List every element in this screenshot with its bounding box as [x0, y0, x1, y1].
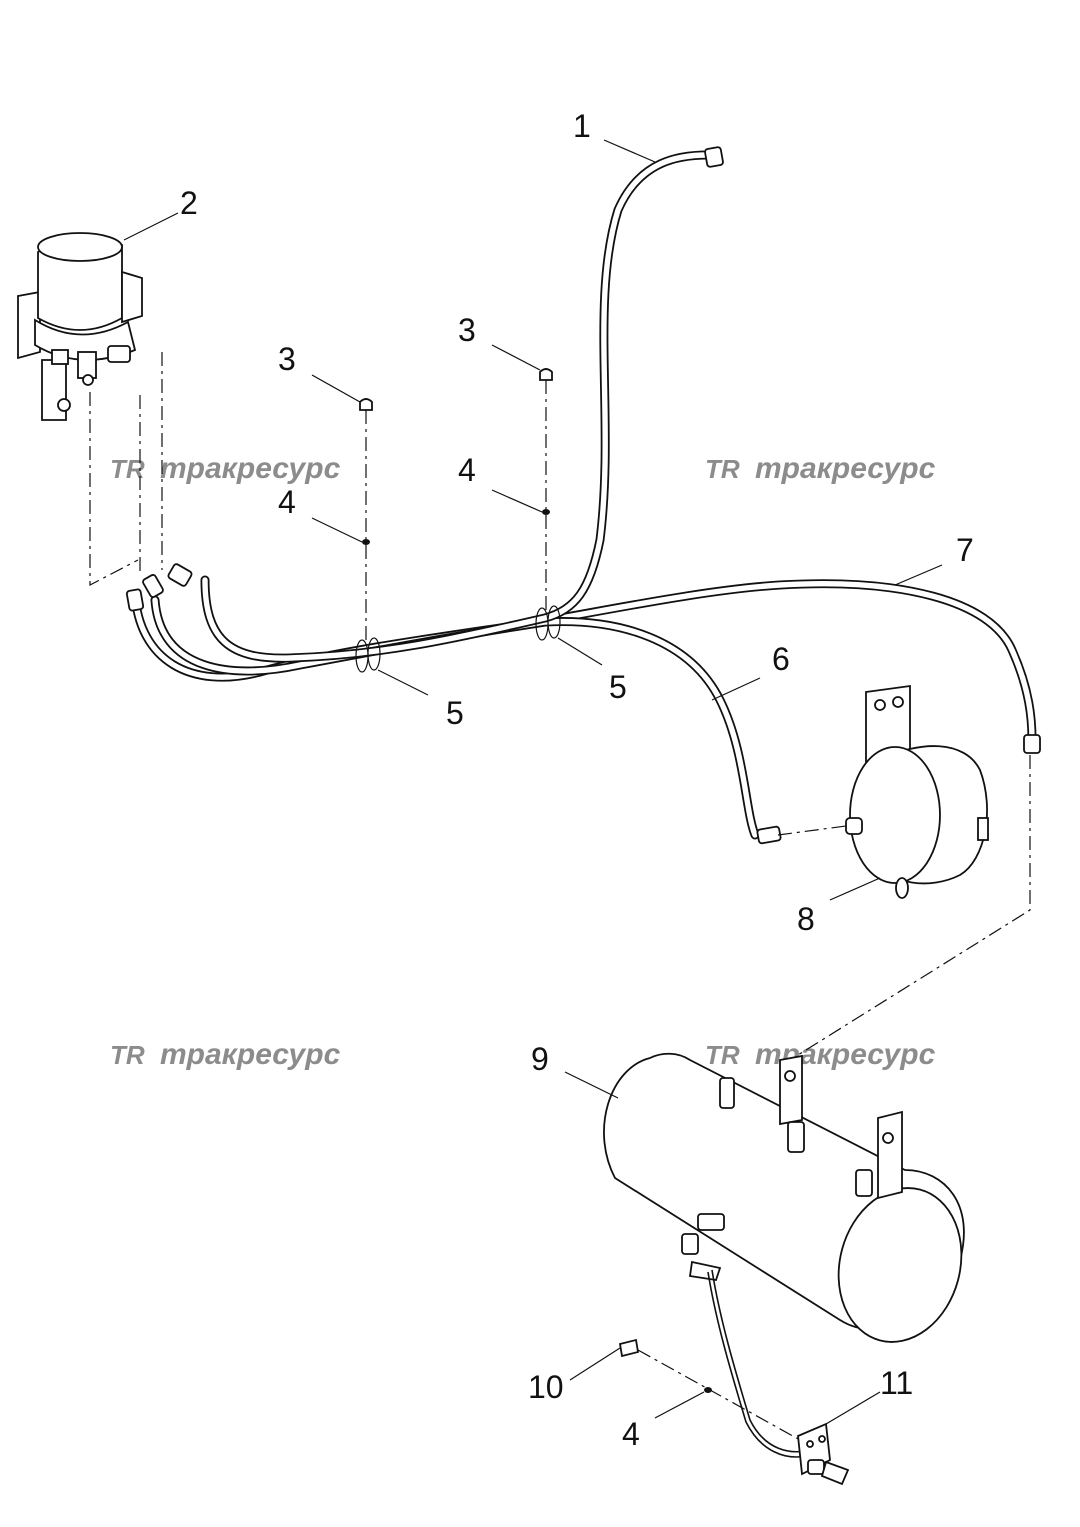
watermark-logo: TR — [705, 1040, 740, 1070]
watermark-logo: TR — [705, 454, 740, 484]
callout-9: 9 — [531, 1041, 549, 1077]
main-air-tank — [603, 1052, 965, 1343]
clamp-left — [355, 637, 381, 673]
watermark-text: тракресурс — [755, 452, 936, 485]
callout-8: 8 — [797, 901, 815, 937]
watermark-2: TR тракресурс — [705, 452, 936, 485]
callout-3-right: 3 — [458, 312, 476, 348]
tube-bundle — [130, 150, 1037, 840]
callout-5-left: 5 — [446, 695, 464, 731]
callout-5-right: 5 — [609, 669, 627, 705]
watermark-logo: TR — [110, 454, 145, 484]
watermark-text: тракресурс — [160, 1038, 341, 1071]
watermark-4: TR тракресурс — [705, 1038, 936, 1071]
callout-6: 6 — [772, 641, 790, 677]
watermark-text: тракресурс — [160, 452, 341, 485]
air-dryer — [17, 232, 143, 421]
callout-1: 1 — [573, 108, 591, 144]
callout-2: 2 — [180, 185, 198, 221]
callout-4-bottom: 4 — [622, 1416, 640, 1452]
watermark-3: TR тракресурс — [110, 1038, 341, 1071]
clamp-right — [535, 605, 561, 641]
callout-3-left: 3 — [278, 341, 296, 377]
watermark-logo: TR — [110, 1040, 145, 1070]
leader-lines — [123, 139, 943, 1425]
drain-valve — [797, 1422, 850, 1486]
callout-11: 11 — [880, 1365, 913, 1401]
callouts: 1 2 3 3 4 4 4 5 5 6 7 8 9 10 11 — [180, 108, 974, 1452]
callout-4-right: 4 — [458, 452, 476, 488]
watermark-1: TR тракресурс — [110, 452, 341, 485]
callout-10: 10 — [528, 1369, 564, 1405]
small-air-tank — [845, 684, 989, 899]
callout-7: 7 — [956, 532, 974, 568]
callout-4-left: 4 — [278, 484, 296, 520]
